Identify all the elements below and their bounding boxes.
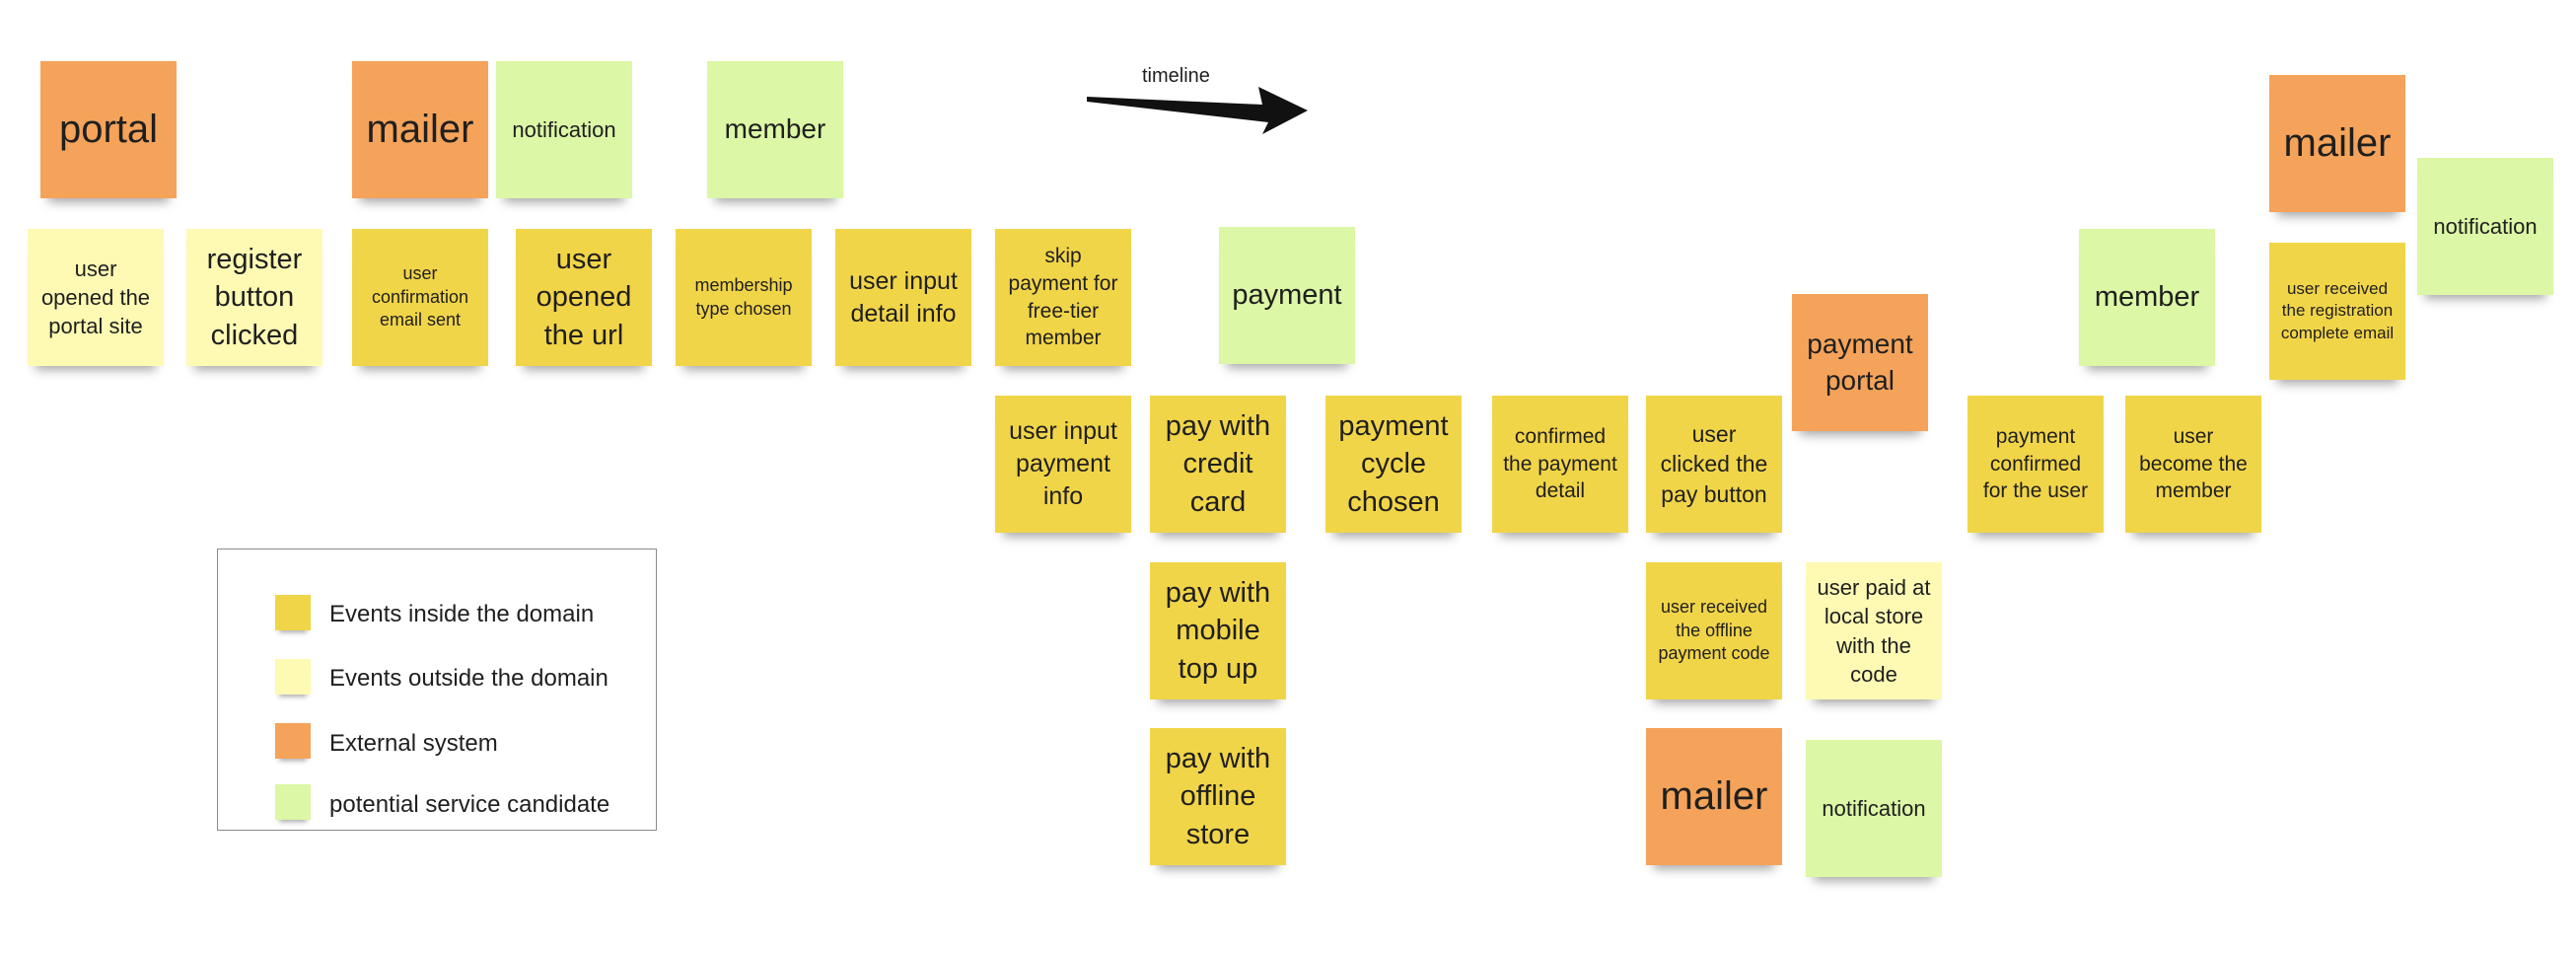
note-user-become-member[interactable]: user become the member xyxy=(2125,396,2261,533)
note-user-input-detail[interactable]: user input detail info xyxy=(835,229,971,366)
legend-swatch-event-inside xyxy=(275,595,311,630)
note-skip-payment[interactable]: skip payment for free-tier member xyxy=(995,229,1131,366)
legend-label-external-system: External system xyxy=(329,730,498,757)
legend-label-event-outside: Events outside the domain xyxy=(329,665,608,692)
legend-swatch-event-outside xyxy=(275,659,311,695)
legend-swatch-external-system xyxy=(275,723,311,759)
note-paid-local-store[interactable]: user paid at local store with the code xyxy=(1806,562,1942,699)
legend: Events inside the domain Events outside … xyxy=(217,549,657,831)
note-notification-3[interactable]: notification xyxy=(2417,158,2553,295)
timeline-label: timeline xyxy=(1142,65,1210,87)
note-registration-complete-email[interactable]: user received the registration complete … xyxy=(2269,243,2405,380)
legend-swatch-service-candidate xyxy=(275,784,311,820)
note-mailer-1[interactable]: mailer xyxy=(352,61,488,198)
note-payment[interactable]: payment xyxy=(1219,227,1355,364)
note-payment-cycle-chosen[interactable]: payment cycle chosen xyxy=(1325,396,1462,533)
note-user-opened-portal[interactable]: user opened the portal site xyxy=(28,229,164,366)
note-opened-url[interactable]: user opened the url xyxy=(516,229,652,366)
note-membership-type-chosen[interactable]: membership type chosen xyxy=(676,229,812,366)
timeline-arrow-icon xyxy=(1087,87,1308,134)
note-confirmation-email-sent[interactable]: user confirmation email sent xyxy=(352,229,488,366)
note-payment-portal[interactable]: payment portal xyxy=(1792,294,1928,431)
note-pay-offline-store[interactable]: pay with offline store xyxy=(1150,728,1286,865)
note-payment-confirmed[interactable]: payment confirmed for the user xyxy=(1968,396,2104,533)
note-user-input-payment[interactable]: user input payment info xyxy=(995,396,1131,533)
note-received-offline-code[interactable]: user received the offline payment code xyxy=(1646,562,1782,699)
note-pay-credit-card[interactable]: pay with credit card xyxy=(1150,396,1286,533)
note-confirmed-payment-detail[interactable]: confirmed the payment detail xyxy=(1492,396,1628,533)
note-mailer-2[interactable]: mailer xyxy=(1646,728,1782,865)
note-pay-mobile-topup[interactable]: pay with mobile top up xyxy=(1150,562,1286,699)
note-register-clicked[interactable]: register button clicked xyxy=(186,229,322,366)
note-notification-2[interactable]: notification xyxy=(1806,740,1942,877)
note-portal[interactable]: portal xyxy=(40,61,177,198)
note-clicked-pay-button[interactable]: user clicked the pay button xyxy=(1646,396,1782,533)
note-member-1[interactable]: member xyxy=(707,61,843,198)
note-notification-1[interactable]: notification xyxy=(496,61,632,198)
note-member-2[interactable]: member xyxy=(2079,229,2215,366)
legend-label-service-candidate: potential service candidate xyxy=(329,791,610,818)
legend-label-event-inside: Events inside the domain xyxy=(329,601,595,627)
note-mailer-3[interactable]: mailer xyxy=(2269,75,2405,212)
